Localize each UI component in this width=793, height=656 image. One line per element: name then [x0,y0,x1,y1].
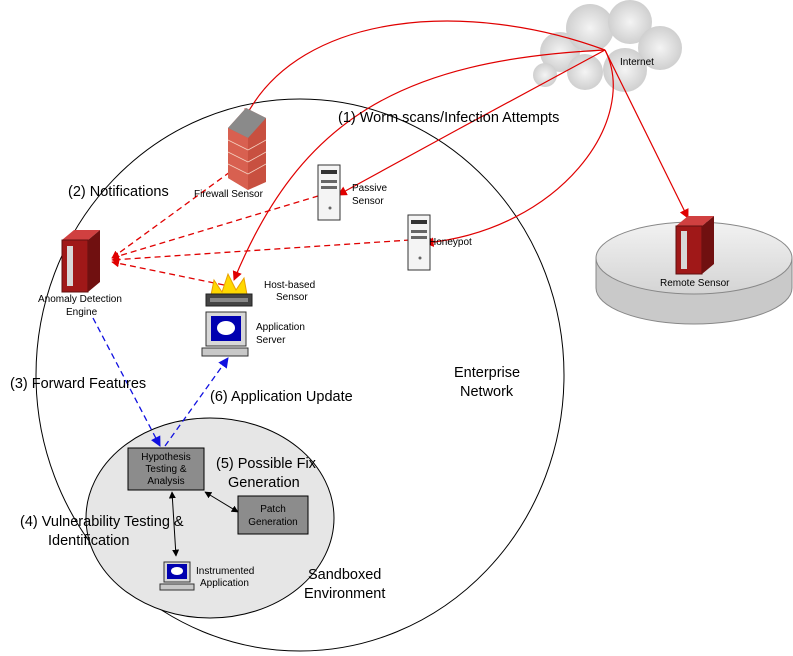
server-icon [407,214,431,271]
server-icon [675,216,714,275]
forward-features-label: (3) Forward Features [10,376,146,392]
app-server-label-1: Application [256,322,305,333]
enterprise-network-boundary [35,98,565,652]
workstation-icon [201,311,249,357]
notification-arrows [111,171,411,286]
forward-features-arrow [92,317,161,447]
sandbox-label-2: Environment [304,586,385,602]
passive-sensor-label-1: Passive [352,183,387,194]
sandbox-label-1: Sandboxed [308,567,381,583]
enterprise-label-1: Enterprise [454,365,520,381]
worm-scan-arrows [232,20,689,281]
app-update-label: (6) Application Update [210,389,353,405]
firewall-icon [227,108,267,190]
sandbox-internal-arrows [168,491,239,557]
patch-label-2: Generation [248,517,297,528]
hypothesis-label-3: Analysis [147,476,184,487]
hypothesis-label-2: Testing & [145,464,186,475]
firewall-sensor-label: Firewall Sensor [194,189,264,200]
workstation-icon [159,561,195,591]
instrumented-label-1: Instrumented [196,566,254,577]
anomaly-engine-label-2: Engine [66,307,98,318]
vuln-label-1: (4) Vulnerability Testing & [20,514,184,530]
patch-generation-box: Patch Generation [237,495,309,535]
hypothesis-box: Hypothesis Testing & Analysis [127,447,205,491]
patch-label-1: Patch [260,504,286,515]
honeypot-label: Honeypot [429,237,472,248]
host-sensor-label-2: Sensor [276,292,308,303]
server-icon [61,230,100,293]
cloud-icon [533,0,682,92]
enterprise-label-2: Network [460,384,514,400]
hypothesis-label-1: Hypothesis [141,452,190,463]
remote-sensor-label: Remote Sensor [660,278,730,289]
anomaly-engine-label-1: Anomaly Detection [38,294,122,305]
vuln-label-2: Identification [48,533,129,549]
passive-sensor-label-2: Sensor [352,196,384,207]
instrumented-label-2: Application [200,578,249,589]
app-server-label-2: Server [256,335,286,346]
fix-label-1: (5) Possible Fix [216,456,317,472]
application-update-arrow [164,357,229,447]
fix-label-2: Generation [228,475,300,491]
notifications-label: (2) Notifications [68,184,169,200]
server-icon [317,164,341,221]
host-sensor-icon [205,272,253,307]
host-sensor-label-1: Host-based [264,280,315,291]
worm-scans-label: (1) Worm scans/Infection Attempts [338,110,559,126]
internet-label: Internet [620,57,654,68]
